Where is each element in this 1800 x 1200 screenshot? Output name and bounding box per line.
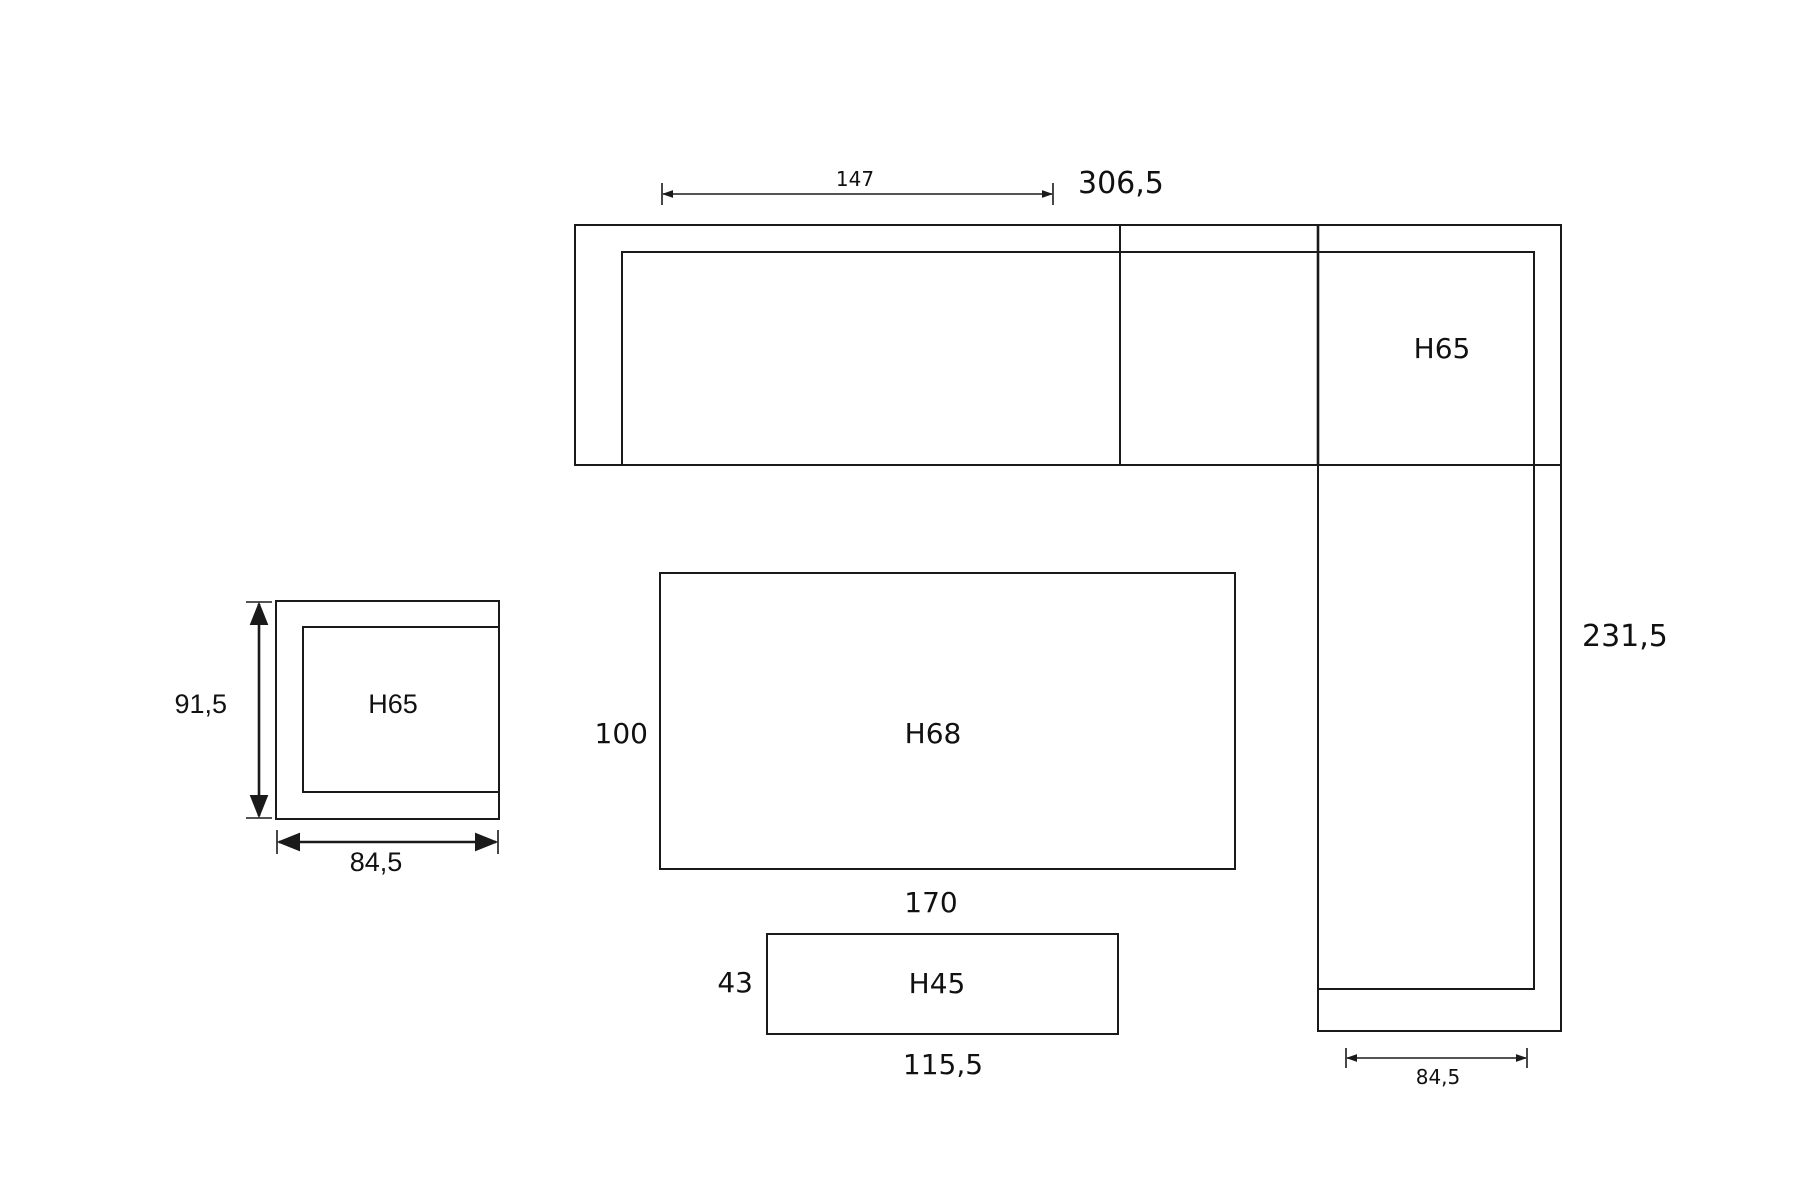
sofa-depth-label: 231,5 [1582, 619, 1668, 654]
corner-sofa: 147 306,5 H65 231,5 84,5 [574, 166, 1668, 1089]
armchair-width-label: 84,5 [350, 847, 403, 877]
footstool-width-label: 115,5 [903, 1048, 983, 1081]
coffee-table-depth-label: 100 [595, 717, 648, 750]
coffee-table-outline [659, 572, 1236, 870]
footstool-height-label: H45 [909, 967, 966, 1000]
footstool: H45 43 115,5 [717, 933, 1119, 1081]
armchair: H65 91,5 84,5 [174, 600, 500, 877]
sofa-chaise-section-seat [1318, 465, 1535, 990]
coffee-table: H68 100 170 [595, 572, 1236, 919]
sofa-overall-width-label: 306,5 [1078, 166, 1164, 201]
armchair-outline [275, 600, 500, 820]
sofa-back-section-outline [574, 224, 1562, 466]
coffee-table-height-label: H68 [905, 717, 962, 750]
sofa-corner-height-label: H65 [1414, 332, 1471, 365]
coffee-table-width-label: 170 [904, 886, 957, 919]
sofa-chaise-width-label: 84,5 [1416, 1065, 1461, 1089]
armchair-height-label: H65 [368, 689, 418, 719]
sofa-seat-width-label: 147 [836, 167, 874, 191]
armchair-seat [302, 626, 499, 793]
sofa-chaise-section-outline [1317, 464, 1562, 1032]
footstool-depth-label: 43 [717, 966, 753, 999]
sofa-back-section-seat [621, 251, 1535, 465]
footstool-outline [766, 933, 1119, 1035]
armchair-depth-label: 91,5 [174, 689, 227, 719]
